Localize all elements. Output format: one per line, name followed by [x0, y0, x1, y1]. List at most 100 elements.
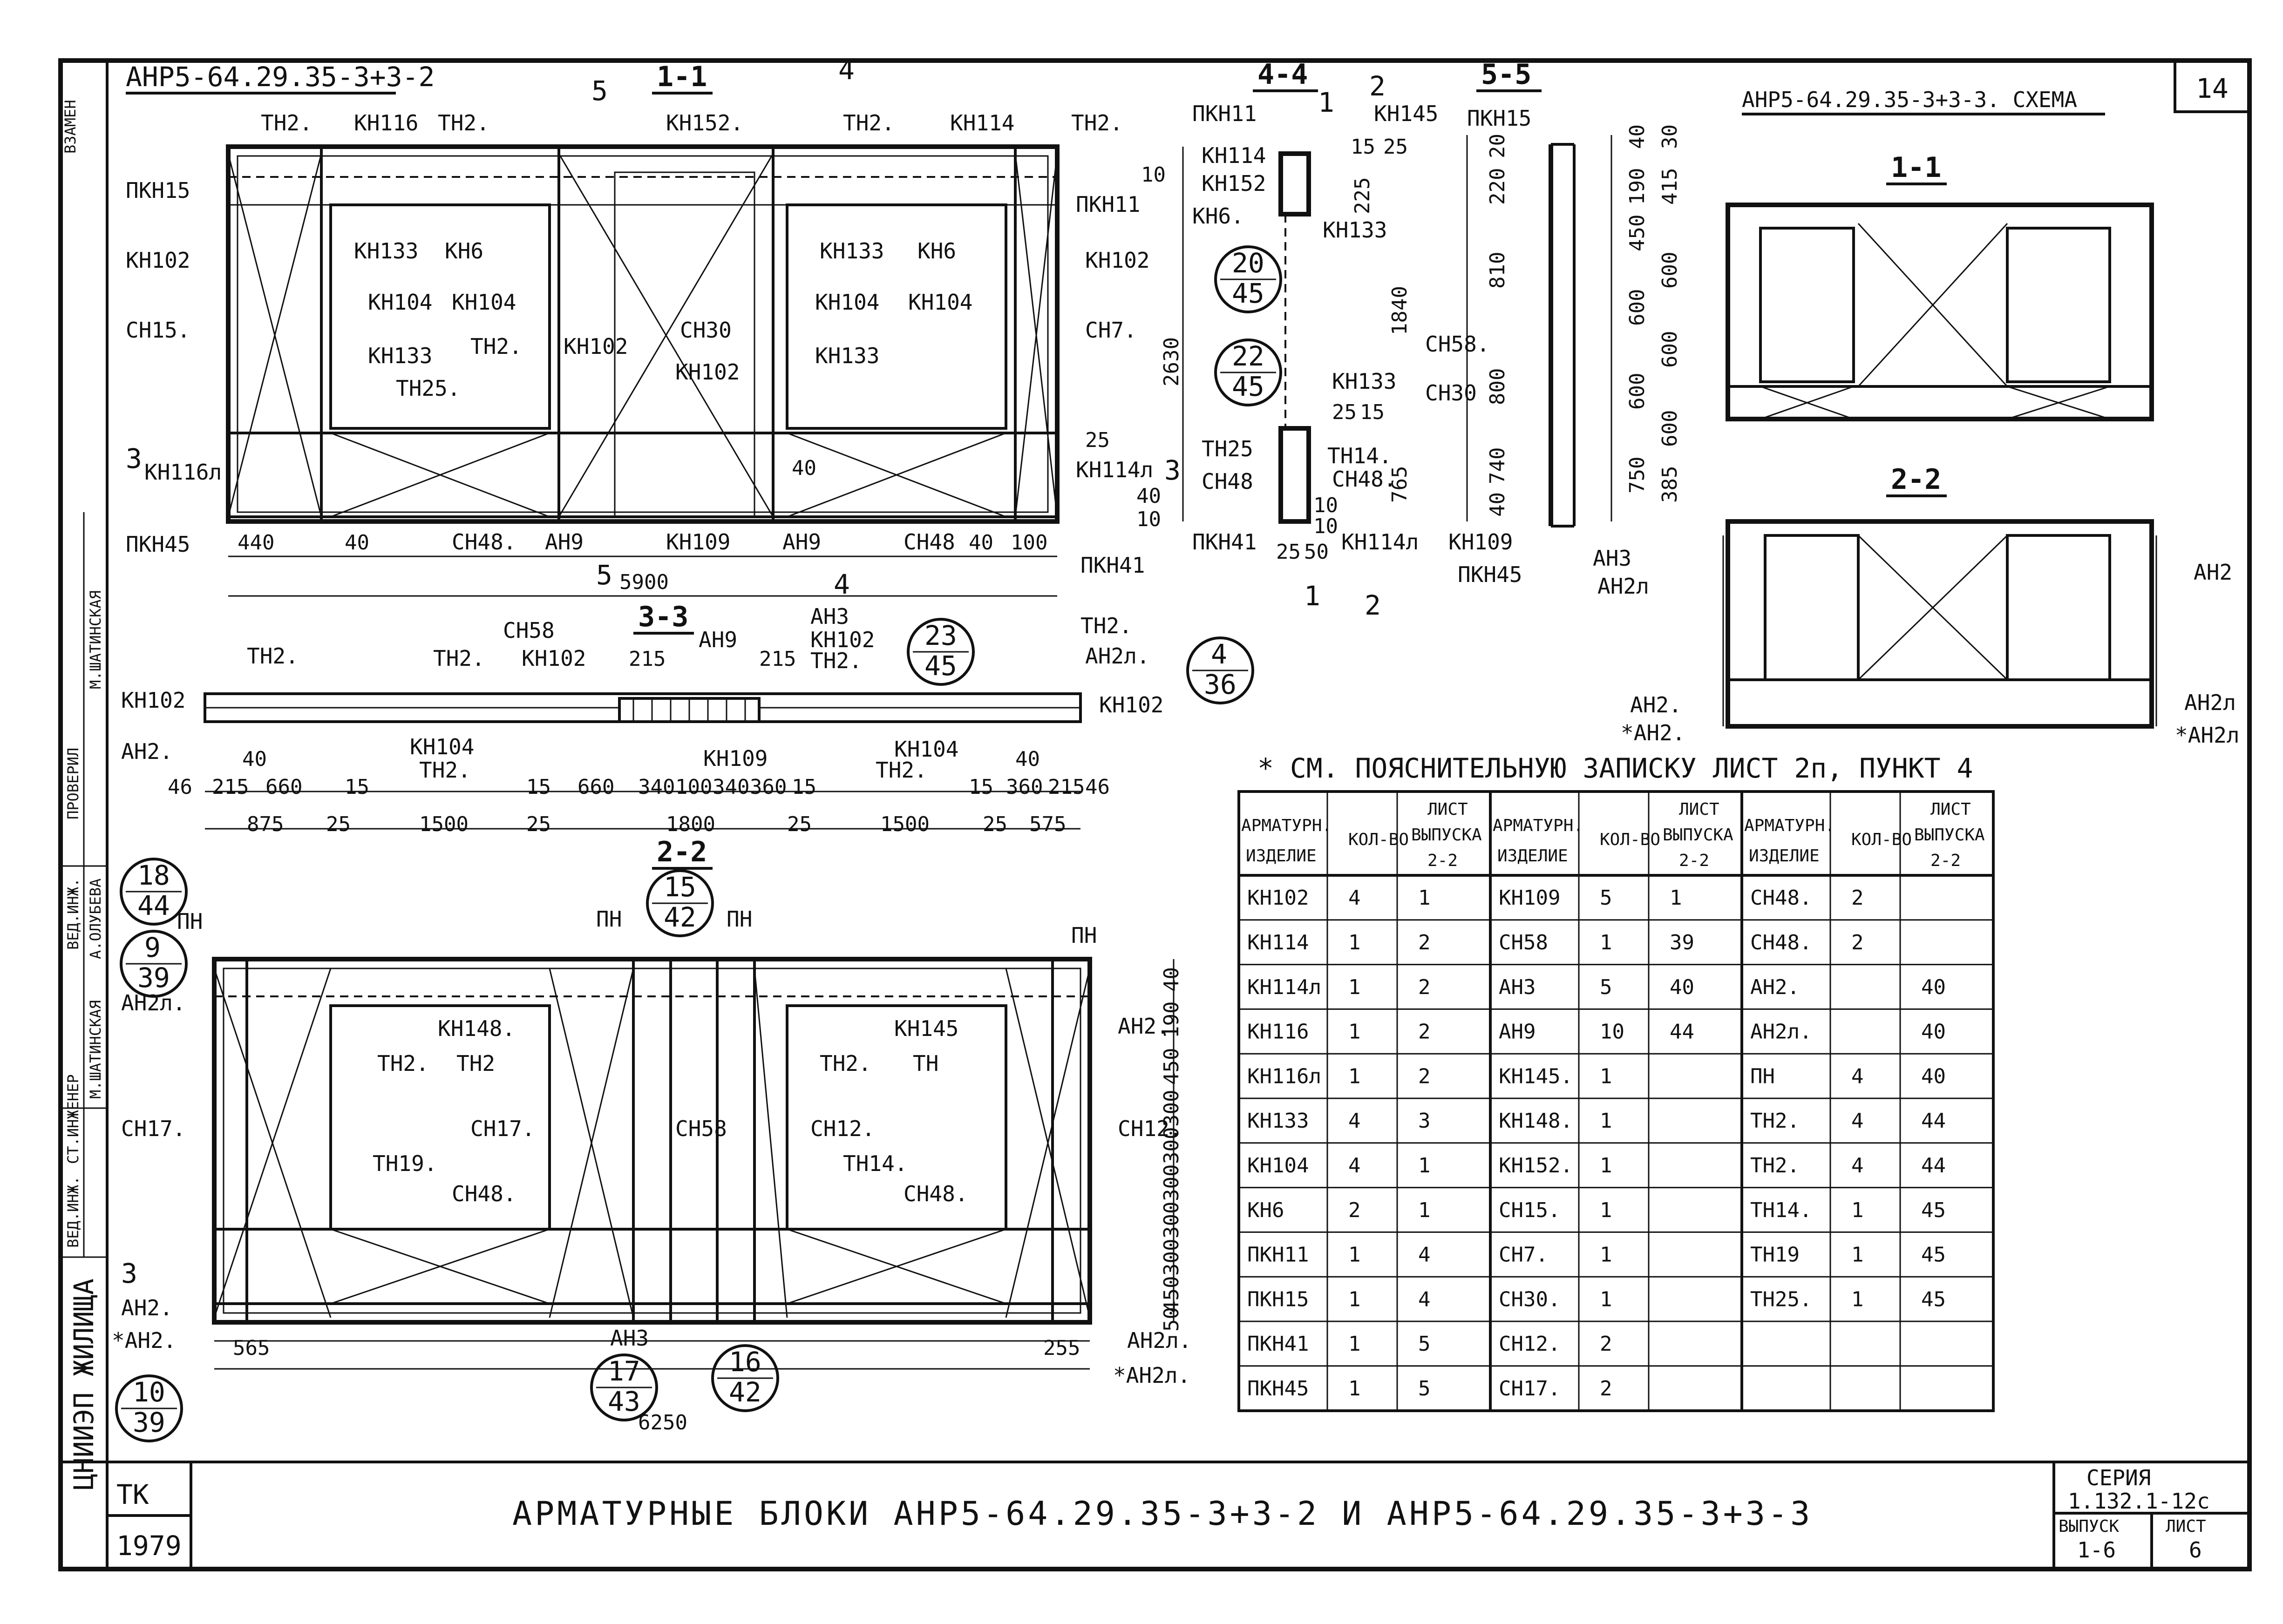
dim: 15 [969, 775, 993, 799]
callout-bottom: 43 [608, 1386, 640, 1417]
label: АН9 [699, 627, 737, 652]
label: АН2л. [121, 990, 185, 1015]
label: ТН2. [1080, 613, 1132, 638]
label: КН102 [1099, 692, 1163, 717]
series-value: 1.132.1-12с [2068, 1489, 2210, 1514]
label: КН102 [522, 646, 586, 671]
label: АН2 [2194, 560, 2232, 585]
label: СН58 [675, 1116, 727, 1141]
dim: 40 [345, 531, 369, 555]
table-cell: ТН14. [1750, 1198, 1812, 1222]
table-cell: 1 [1348, 1243, 1361, 1267]
table-cell: 5 [1600, 886, 1612, 910]
label: АН9 [782, 529, 821, 555]
callout-top: 18 [137, 859, 170, 891]
table-header: 2-2 [1930, 851, 1961, 870]
dim: 340 [638, 775, 675, 799]
table-cell: 40 [1921, 1064, 1946, 1088]
table-cell: 2 [1851, 886, 1864, 910]
section-label-1-1: 1-1 [657, 61, 707, 93]
label: АН2. [121, 1295, 173, 1320]
dim: 575 [1029, 812, 1066, 836]
table-cell: ТН2. [1750, 1109, 1800, 1133]
frame-inner [237, 155, 1049, 513]
callout-bottom: 45 [924, 650, 957, 682]
table-cell: 2 [1418, 1064, 1431, 1088]
table-cell: СН15. [1499, 1198, 1560, 1222]
dim: 15 [1351, 135, 1375, 159]
table-cell: СН48. [1750, 886, 1812, 910]
section-4-4-profile [1278, 151, 1311, 524]
issue-value: 1-6 [2077, 1537, 2116, 1563]
label: ТН2. [247, 643, 299, 669]
label: КН116 [354, 110, 418, 135]
dim: 1840 [1388, 286, 1412, 335]
diagonal [787, 432, 1006, 518]
label: АН3 [810, 604, 849, 629]
dim: 660 [578, 775, 614, 799]
dim: 6250 [638, 1411, 687, 1435]
dim: 450 [1160, 1048, 1183, 1085]
table-cell: 1 [1600, 1243, 1612, 1267]
label: СН17. [121, 1116, 185, 1141]
dim: 360 [750, 775, 787, 799]
table-header: АРМАТУРН. [1744, 816, 1835, 835]
label: ПКН15 [126, 178, 190, 203]
cut-mark: 5 [591, 75, 608, 107]
label: ТН14. [1327, 443, 1392, 468]
table-cell: СН58 [1499, 931, 1548, 954]
cut-mark: 3 [126, 443, 142, 474]
label: ТН2. [438, 110, 489, 135]
table-cell: 4 [1348, 1109, 1361, 1133]
table-cell: 1 [1348, 1020, 1361, 1044]
dim: 340 [713, 775, 749, 799]
dim: 25 [1383, 135, 1408, 159]
label: КН6. [1192, 203, 1244, 229]
dim: 190 [1625, 168, 1649, 205]
label: КН133 [1323, 217, 1387, 243]
table-cell: 2 [1348, 1198, 1361, 1222]
dim: 46 [168, 775, 192, 799]
dim: 1 [1318, 87, 1334, 118]
callout-top: 17 [608, 1355, 640, 1387]
dim: 565 [233, 1336, 270, 1360]
callout-circle: 9 39 [120, 930, 188, 998]
dim: 15 [792, 775, 816, 799]
table-cell: 4 [1851, 1154, 1864, 1177]
dim: 300 [1160, 1164, 1183, 1201]
label: СН58. [1425, 332, 1489, 357]
label: АН9 [545, 529, 584, 555]
callout-bottom: 39 [133, 1407, 165, 1438]
label: АН2л [2184, 690, 2236, 715]
table-cell: 4 [1348, 886, 1361, 910]
title-code: ТК [116, 1479, 149, 1510]
callout-circle: 15 42 [646, 869, 714, 937]
dim: 1800 [666, 812, 715, 836]
sheet-number: 14 [2196, 73, 2229, 104]
label: СН30 [1425, 380, 1477, 406]
label: ТН2. [843, 110, 895, 135]
table-cell: 39 [1670, 931, 1694, 954]
label: АН2. [1118, 1014, 1169, 1039]
label: КН133 [368, 343, 432, 368]
label: АН2л. [1127, 1328, 1191, 1353]
callout-bottom: 42 [729, 1376, 761, 1408]
table-cell: 1 [1670, 886, 1682, 910]
label: КН114 [1202, 143, 1266, 168]
dim: 300 [1160, 1202, 1183, 1238]
table-cell: 1 [1600, 1109, 1612, 1133]
label: КН152. [666, 110, 743, 135]
label: АН2. [1630, 692, 1682, 717]
table-cell: СН17. [1499, 1377, 1560, 1401]
label: АН3 [1593, 546, 1631, 571]
table-cell: 1 [1851, 1287, 1864, 1311]
section-5-5-profile [1466, 135, 1612, 528]
callout-circle: 4 36 [1186, 636, 1254, 704]
label: СН30 [680, 318, 732, 343]
callout-circle: 17 43 [590, 1353, 658, 1421]
label: КН114л [1076, 457, 1153, 482]
org-stamp: ЦНИИЭП ЖИЛИЩА [68, 1279, 100, 1490]
section-3-3-plan [204, 692, 1082, 830]
dim: 810 [1486, 252, 1509, 289]
dim: 450 [1625, 215, 1649, 251]
